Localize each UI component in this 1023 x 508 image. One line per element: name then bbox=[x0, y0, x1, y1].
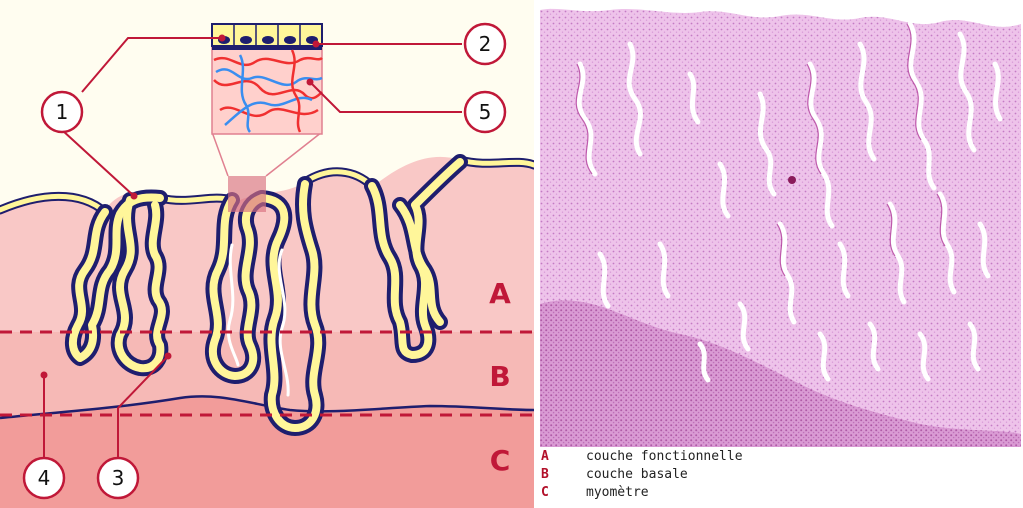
callout-1: 1 bbox=[42, 92, 82, 132]
zone-label-C: C bbox=[490, 444, 511, 477]
svg-text:1: 1 bbox=[56, 100, 69, 124]
svg-text:2: 2 bbox=[479, 32, 492, 56]
legend-text: couche basale bbox=[586, 466, 688, 484]
zone-label-B: B bbox=[489, 360, 510, 393]
svg-text:5: 5 bbox=[479, 100, 492, 124]
micrograph-legend: A couche fonctionnelle B couche basale C… bbox=[541, 448, 1021, 506]
callout-3: 3 bbox=[98, 458, 138, 498]
zoom-source-highlight bbox=[228, 176, 266, 212]
legend-letter: B bbox=[541, 466, 555, 484]
svg-text:3: 3 bbox=[112, 466, 125, 490]
callout-5: 5 bbox=[465, 92, 505, 132]
callout-2: 2 bbox=[465, 24, 505, 64]
magnified-inset bbox=[212, 24, 322, 134]
legend-text: myomètre bbox=[586, 484, 649, 502]
callout-4: 4 bbox=[24, 458, 64, 498]
svg-text:4: 4 bbox=[38, 466, 51, 490]
legend-letter: A bbox=[541, 448, 555, 466]
legend-text: couche fonctionnelle bbox=[586, 448, 743, 466]
histology-micrograph bbox=[540, 4, 1021, 447]
micrograph-stain-spot bbox=[788, 176, 796, 184]
legend-letter: C bbox=[541, 484, 555, 502]
endometrium-schematic: 1 2 3 4 5 A B C bbox=[0, 0, 534, 508]
zone-label-A: A bbox=[489, 277, 511, 310]
